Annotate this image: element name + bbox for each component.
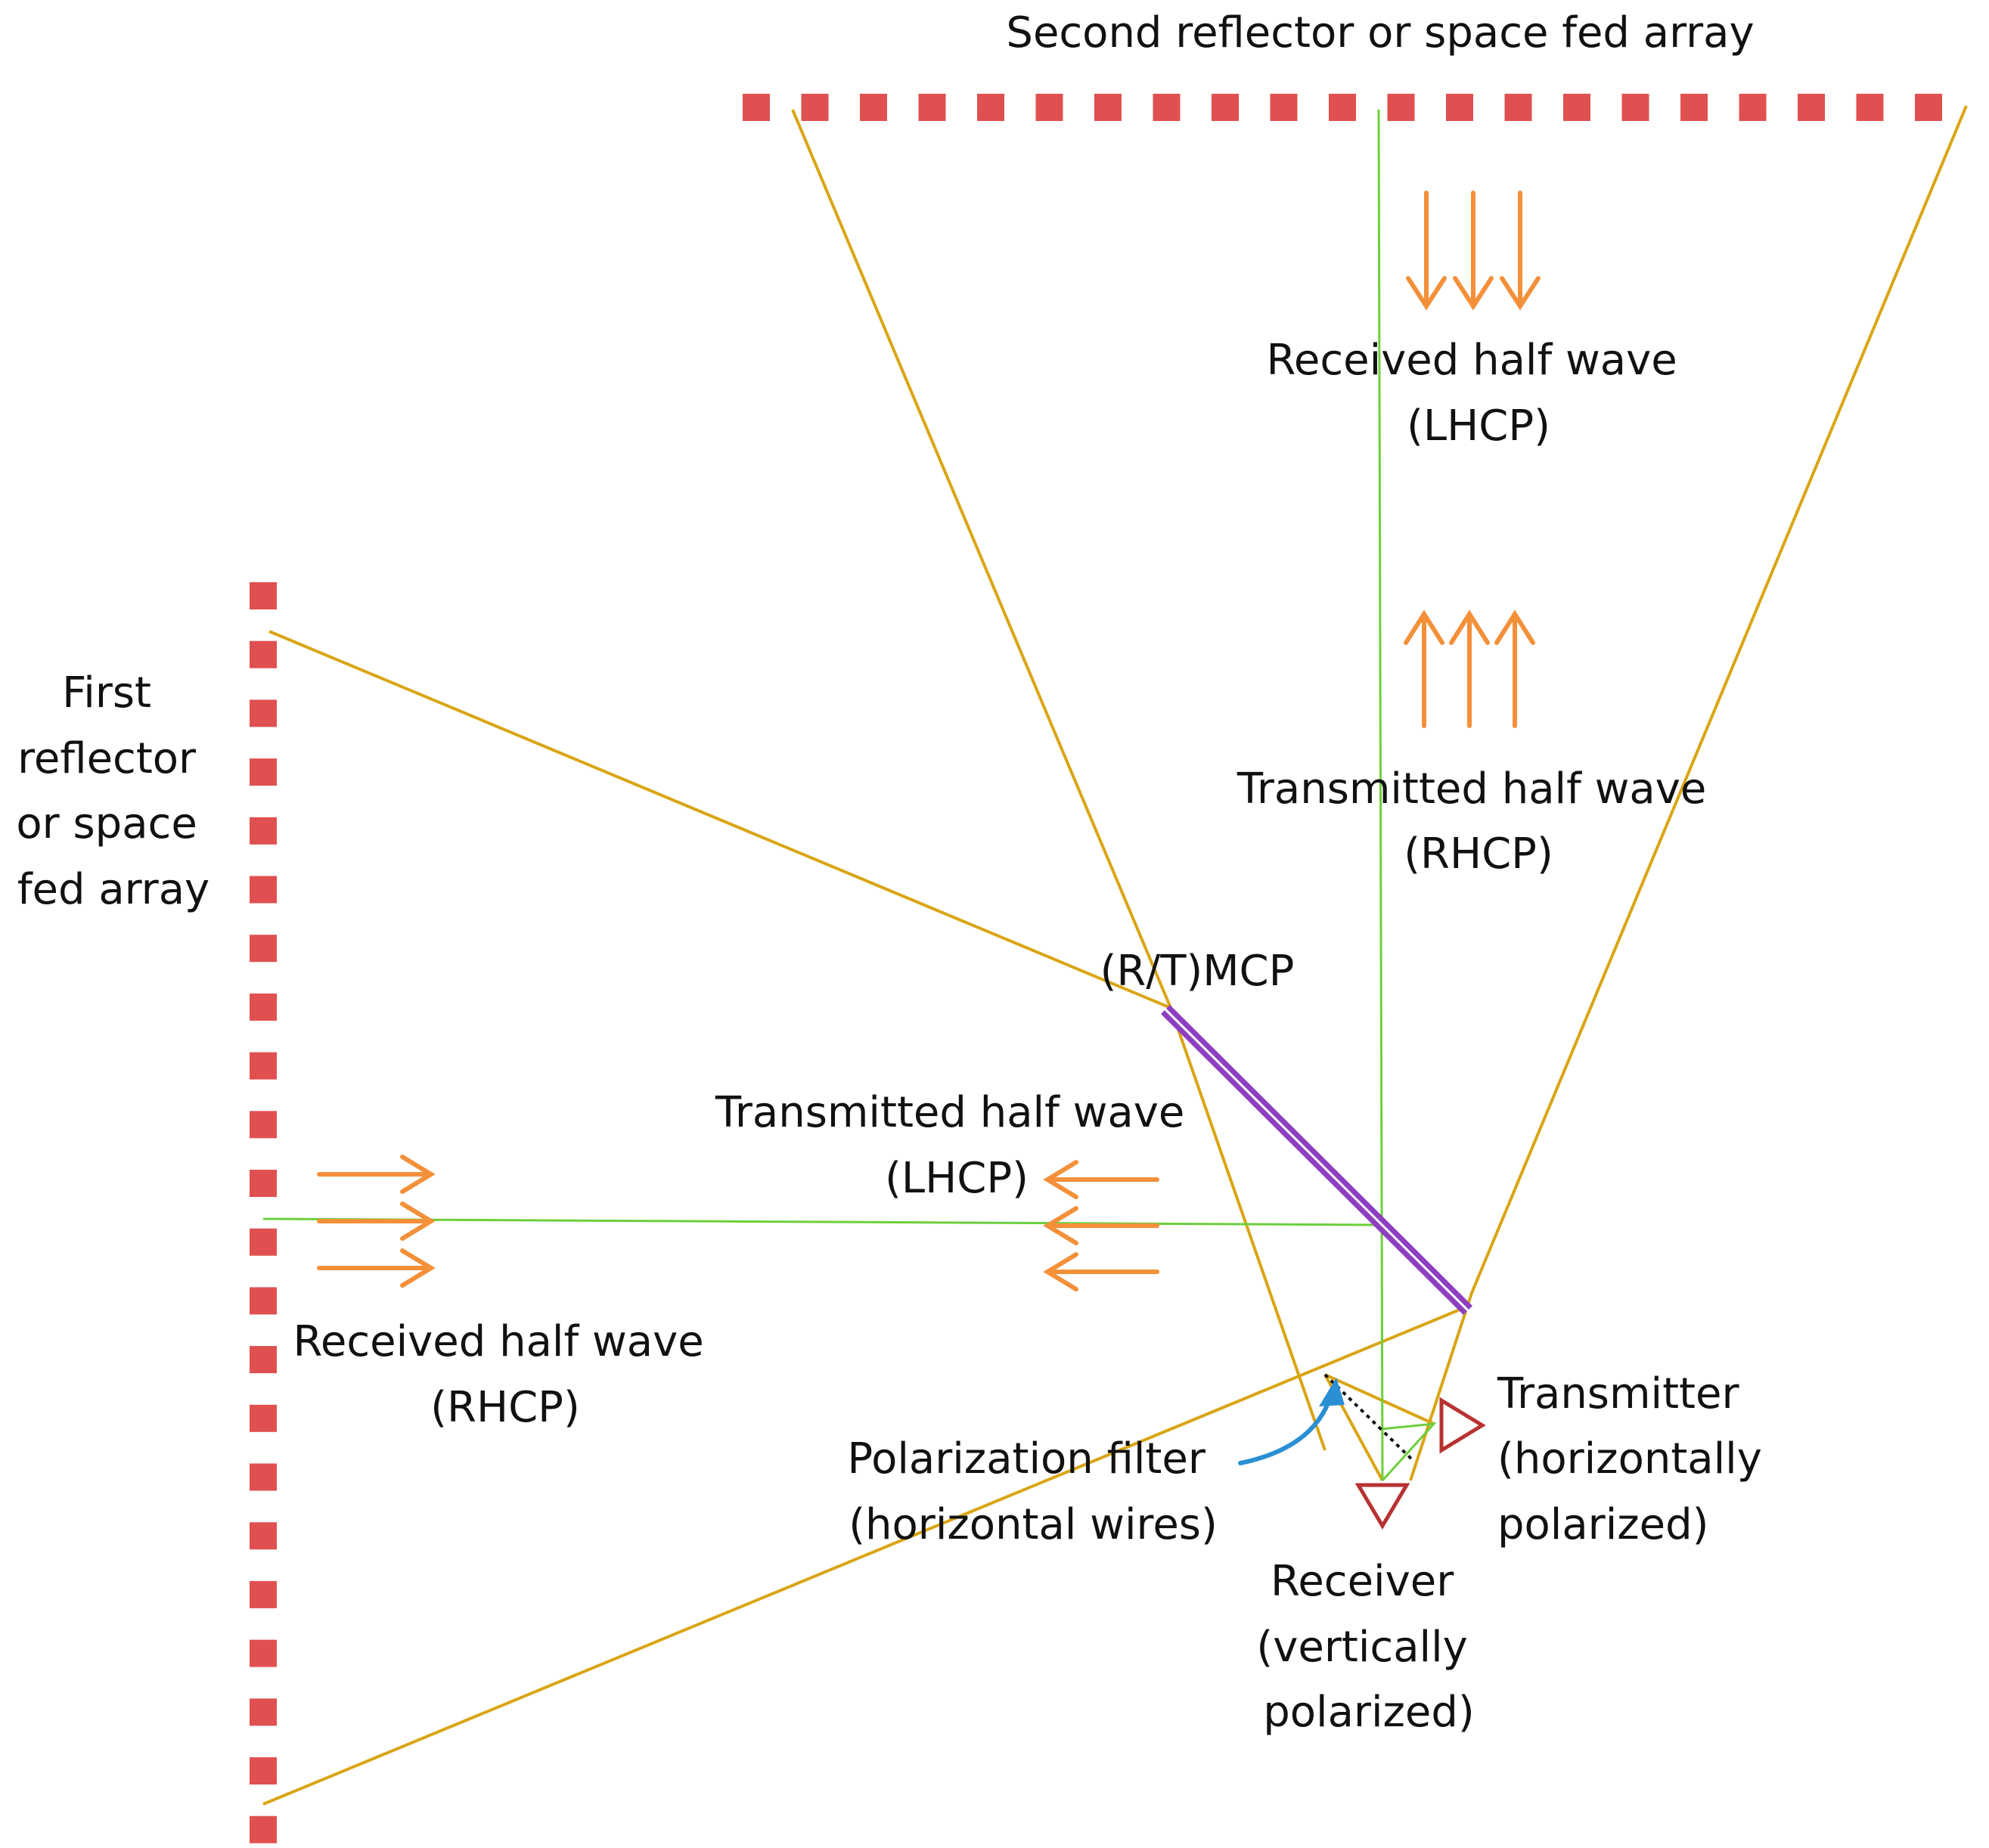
reflector-element — [250, 935, 277, 963]
reflector-element — [250, 699, 277, 727]
reflector-element — [250, 1111, 277, 1139]
reflector-element — [250, 640, 277, 668]
reflector-element — [860, 94, 887, 121]
receiver-antenna — [1354, 1483, 1410, 1530]
received-rhcp-label: Received half wave (RHCP) — [293, 1317, 718, 1432]
mcp-plate — [1161, 1004, 1472, 1316]
reflector-element — [918, 94, 946, 121]
ray-left-upper — [268, 630, 1171, 1009]
reflector-element — [250, 1757, 277, 1784]
ray-filter-to-transmitter — [1324, 1373, 1435, 1425]
transmitter-antenna — [1439, 1397, 1486, 1454]
second-reflector-array — [743, 94, 1942, 121]
reflector-element — [250, 1698, 277, 1726]
reflector-element — [250, 1522, 277, 1550]
reflector-element — [1680, 94, 1708, 121]
wave-arrows-transmitted-rhcp — [1404, 609, 1535, 728]
reflector-element — [250, 582, 277, 609]
reflector-element — [1915, 94, 1942, 121]
first-reflector-array — [250, 582, 277, 1843]
reflector-element — [250, 1639, 277, 1667]
reflector-element — [1739, 94, 1767, 121]
ray-left-lower — [262, 1305, 1468, 1806]
transmitted-lhcp-label: Transmitted half wave (LHCP) — [715, 1088, 1198, 1203]
reflector-element — [801, 94, 829, 121]
wave-arrows — [317, 191, 1541, 1291]
reflector-element — [1798, 94, 1825, 121]
reflector-element — [250, 1580, 277, 1608]
wave-arrows-received-lhcp — [1406, 191, 1541, 311]
beam-axis-transmitter-link — [1380, 1422, 1437, 1482]
reflector-element — [250, 1052, 277, 1080]
polarization-filter-label: Polarization filter (horizontal wires) — [847, 1434, 1218, 1549]
beam-axes — [262, 109, 1437, 1482]
reflector-element — [1621, 94, 1649, 121]
reflector-element — [250, 1346, 277, 1374]
reflector-element — [250, 1815, 277, 1843]
reflector-element — [1446, 94, 1473, 121]
reflector-element — [1504, 94, 1532, 121]
beam-axis-vertical — [1377, 109, 1384, 1481]
reflector-element — [1212, 94, 1239, 121]
filter-pointer-arrow — [1238, 1393, 1333, 1465]
wave-arrows-transmitted-lhcp — [1043, 1160, 1159, 1291]
mcp-label: (R/T)MCP — [1100, 947, 1295, 996]
second-reflector-label: Second reflector or space fed array — [1006, 8, 1754, 57]
reflector-element — [250, 993, 277, 1021]
reflector-element — [250, 1170, 277, 1197]
reflector-element — [1094, 94, 1122, 121]
receiver-label: Receiver (vertically polarized) — [1256, 1557, 1481, 1737]
reflector-element — [977, 94, 1004, 121]
reflector-element — [1563, 94, 1590, 121]
reflector-element — [250, 817, 277, 845]
reflector-element — [250, 1463, 277, 1491]
reflector-element — [1270, 94, 1298, 121]
wave-arrows-received-rhcp — [317, 1155, 436, 1288]
ray-top-right — [1409, 105, 1968, 1481]
filter-pointer-arrowhead — [1319, 1378, 1345, 1406]
reflector-element — [1035, 94, 1063, 121]
reflector-element — [1856, 94, 1884, 121]
reflector-element — [250, 758, 277, 786]
reflector-element — [250, 1287, 277, 1315]
reflector-element — [1153, 94, 1181, 121]
reflector-element — [1387, 94, 1415, 121]
transmitter-label: Transmitter (horizontally polarized) — [1497, 1369, 1776, 1549]
reflector-element — [743, 94, 770, 121]
first-reflector-label: First reflector or space fed array — [16, 668, 210, 914]
received-lhcp-label: Received half wave (LHCP) — [1267, 336, 1691, 451]
reflector-element — [250, 1404, 277, 1432]
transmitted-rhcp-label: Transmitted half wave (RHCP) — [1237, 764, 1720, 879]
reflector-element — [250, 1228, 277, 1256]
reflector-element — [250, 876, 277, 904]
reflector-element — [1329, 94, 1356, 121]
beam-axis-horizontal — [262, 1217, 1382, 1226]
